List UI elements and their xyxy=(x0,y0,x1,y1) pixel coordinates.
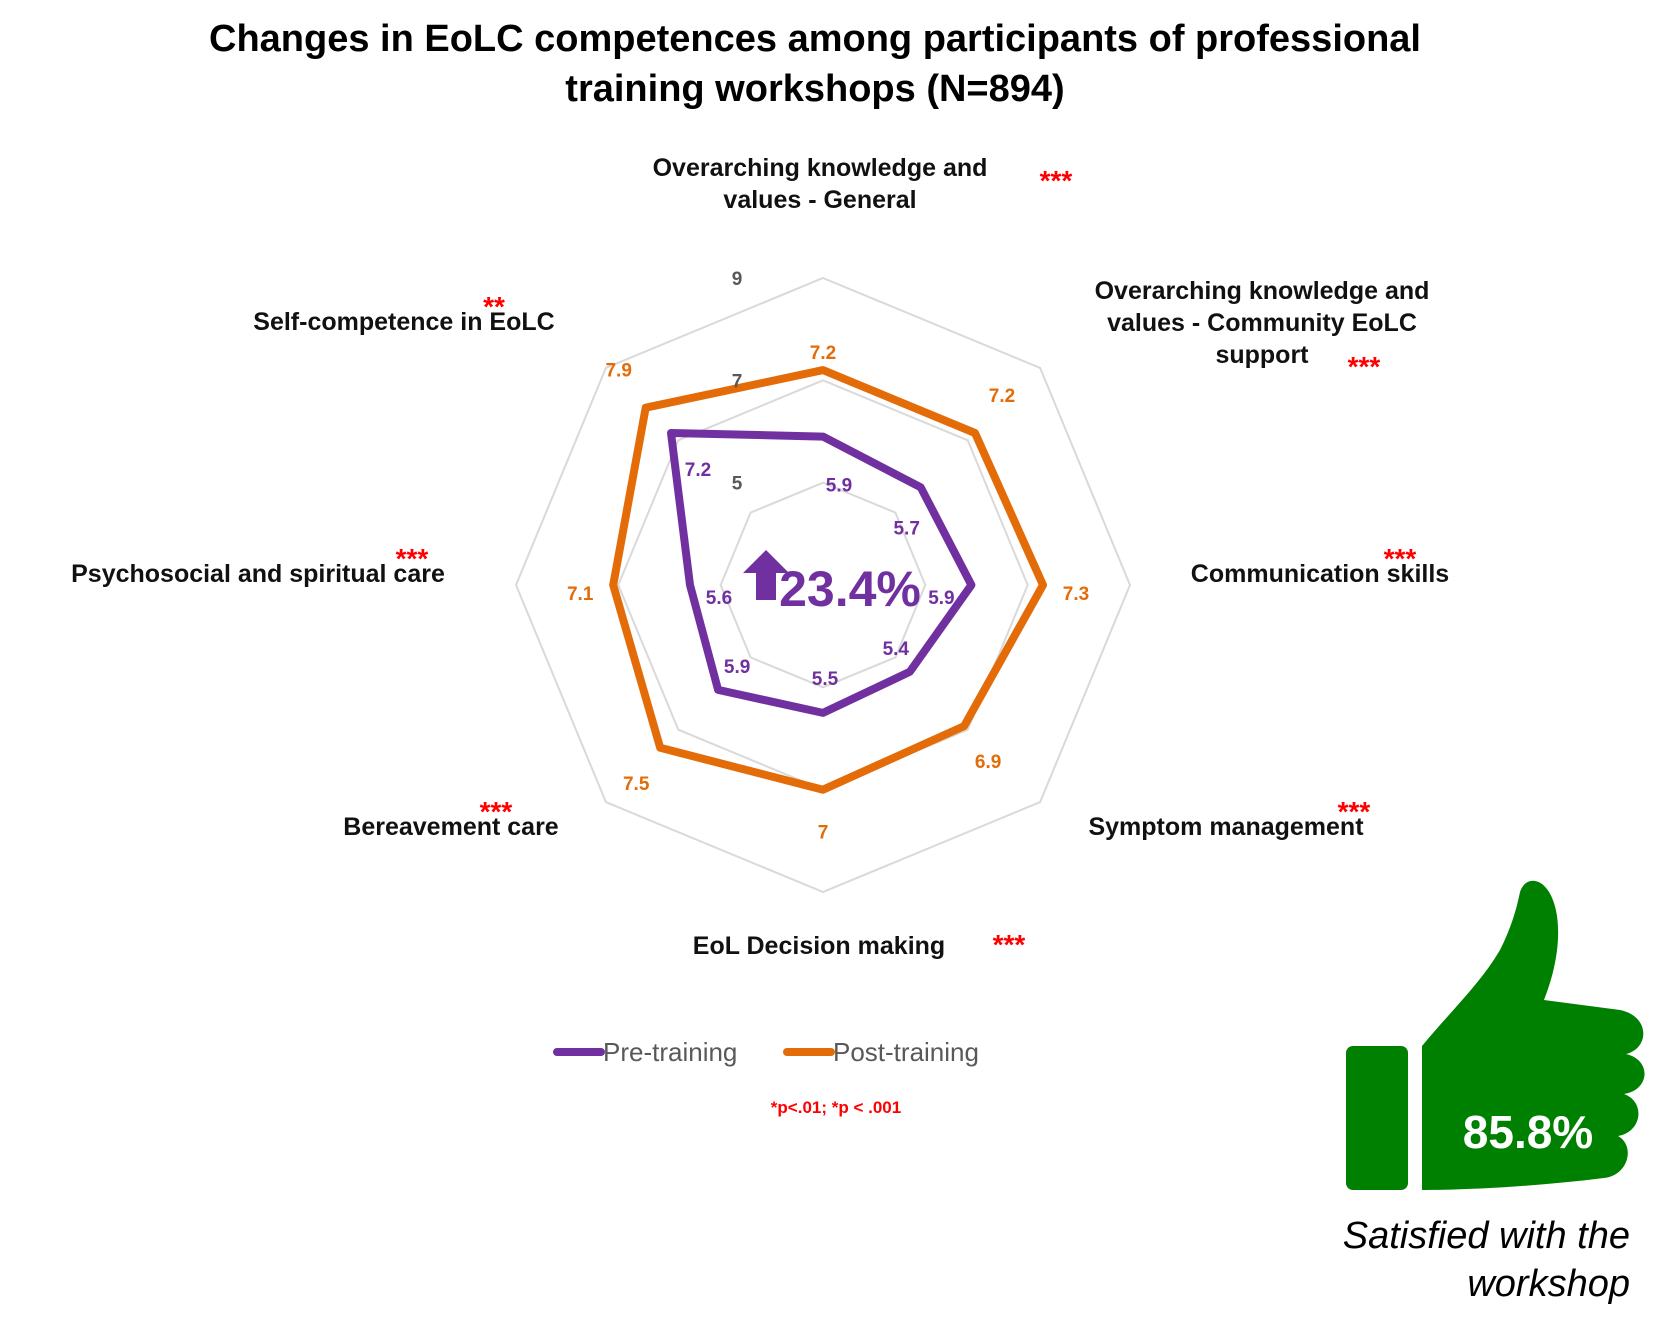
post-value-label: 7.2 xyxy=(989,386,1015,407)
up-arrow-icon xyxy=(743,550,789,600)
pre-value-label: 5.9 xyxy=(826,476,852,497)
significance-marker: *** xyxy=(993,929,1026,960)
axis-label-line: Overarching knowledge and xyxy=(1095,277,1430,305)
grid-ring xyxy=(514,276,1132,894)
axis-label: Overarching knowledge and values - Commun… xyxy=(1095,277,1430,369)
post-value-label: 7.5 xyxy=(623,774,650,795)
legend-label: Post-training xyxy=(833,1037,979,1067)
significance-marker: *** xyxy=(1040,165,1073,196)
center-increase-value: 23.4% xyxy=(779,561,921,617)
axis-label: Overarching knowledge and values - Genera… xyxy=(653,154,988,214)
axis-label: Psychosocial and spiritual care xyxy=(71,560,445,588)
axis-label-line: Self-competence in EoLC xyxy=(253,308,554,336)
axis-label-line: values - Community EoLC xyxy=(1107,309,1417,337)
pre-training-line xyxy=(667,429,976,717)
post-training-line xyxy=(609,366,1047,794)
thumbs-up-icon: 85.8% xyxy=(1346,880,1645,1190)
axis-label-line: EoL Decision making xyxy=(693,932,945,960)
thumb-cuff xyxy=(1346,1046,1408,1190)
grid-ring xyxy=(719,481,927,689)
significance-marker: *** xyxy=(1348,351,1381,382)
significance-marker: *** xyxy=(396,543,429,574)
pre-value-label: 5.4 xyxy=(883,639,910,660)
axis-label-line: Symptom management xyxy=(1088,813,1364,841)
chart-title-line: training workshops (N=894) xyxy=(565,68,1065,110)
pre-value-label: 5.9 xyxy=(928,588,954,609)
satisfaction-value: 85.8% xyxy=(1463,1106,1593,1158)
significance-note: *p<.01; *p < .001 xyxy=(771,1098,901,1117)
value-labels: 5.9 5.7 5.9 5.4 5.5 5.9 5.6 7.2 7.2 7.2 7.3 6.9 7 7.5… xyxy=(567,343,1089,844)
satisfaction-caption-line: workshop xyxy=(1467,1263,1630,1305)
post-value-label: 7.2 xyxy=(810,343,836,364)
center-badge: 23.4% xyxy=(743,550,921,617)
post-value-label: 7 xyxy=(818,823,829,844)
pre-value-label: 5.7 xyxy=(893,518,919,539)
axis-label-line: Bereavement care xyxy=(343,813,559,841)
axis-label-line: Communication skills xyxy=(1191,560,1449,588)
axis-label: EoL Decision making xyxy=(693,932,945,960)
axis-label: Symptom management xyxy=(1088,813,1364,841)
satisfaction-caption: Satisfied with the workshop xyxy=(1240,1212,1630,1308)
legend: Pre-training Post-training xyxy=(553,1037,979,1067)
significance-marker: *** xyxy=(480,796,513,827)
post-value-label: 6.9 xyxy=(975,752,1001,773)
axis-label: Bereavement care xyxy=(343,813,559,841)
radar-series xyxy=(609,366,1047,794)
legend-label: Pre-training xyxy=(603,1037,737,1067)
axis-label: Communication skills xyxy=(1191,560,1449,588)
axis-label-line: values - General xyxy=(723,186,916,214)
radial-tick-label: 9 xyxy=(732,269,743,290)
thumb-hand xyxy=(1422,880,1645,1190)
radial-ticks: 5 7 9 xyxy=(732,269,743,495)
pre-value-label: 5.5 xyxy=(812,669,839,690)
pre-value-label: 7.2 xyxy=(685,460,711,481)
post-value-label: 7.9 xyxy=(605,361,631,382)
chart-title: Changes in EoLC competences among partic… xyxy=(60,14,1570,114)
radial-tick-label: 5 xyxy=(732,474,743,495)
axis-label-line: Overarching knowledge and xyxy=(653,154,988,182)
axis-label: Self-competence in EoLC xyxy=(253,308,554,336)
pre-value-label: 5.9 xyxy=(724,657,750,678)
post-value-label: 7.1 xyxy=(567,584,594,605)
satisfaction-caption-line: Satisfied with the xyxy=(1342,1215,1630,1257)
pre-value-label: 5.6 xyxy=(706,588,732,609)
significance-marker: *** xyxy=(1338,796,1371,827)
axis-label-line: support xyxy=(1215,341,1309,369)
significance-marker: ** xyxy=(483,291,505,322)
significance-marker: *** xyxy=(1384,543,1417,574)
chart-title-line: Changes in EoLC competences among partic… xyxy=(209,18,1421,60)
radial-tick-label: 7 xyxy=(732,371,743,392)
post-value-label: 7.3 xyxy=(1063,584,1089,605)
axis-labels: Overarching knowledge and values - Genera… xyxy=(71,154,1449,960)
axis-label-line: Psychosocial and spiritual care xyxy=(71,560,445,588)
